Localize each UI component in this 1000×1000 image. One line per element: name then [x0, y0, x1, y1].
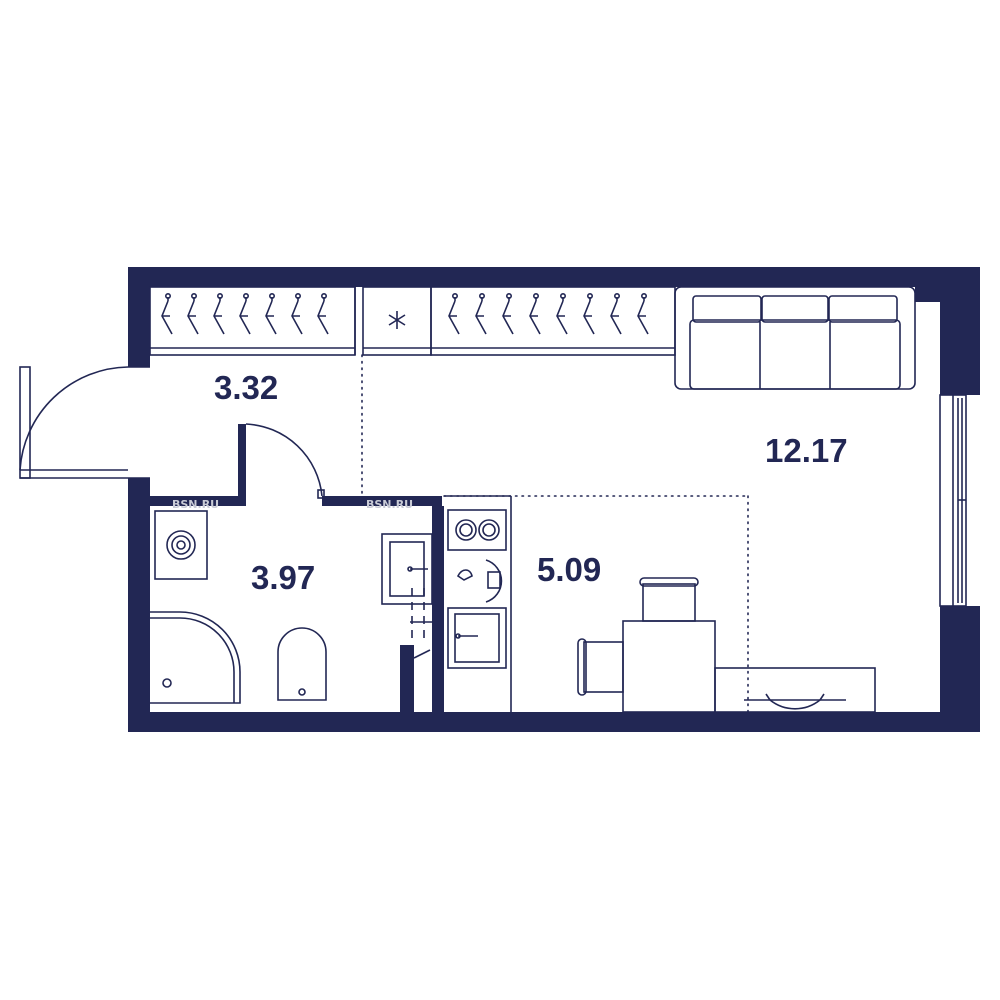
- area-label-living: 12.17: [765, 432, 848, 469]
- hanger-icon: [502, 292, 514, 335]
- chair-icon: [577, 638, 624, 696]
- toilet-icon: [277, 627, 327, 701]
- hanger-icon: [637, 292, 649, 335]
- hanger-icon: [213, 292, 225, 335]
- sofa-icon: [674, 286, 916, 390]
- kitchen-counter: [444, 495, 512, 712]
- wardrobe-left: [149, 286, 356, 356]
- desk: [714, 667, 876, 713]
- hanger-icon: [291, 292, 303, 335]
- area-label-bathroom: 3.97: [251, 559, 315, 596]
- hanger-icon: [448, 292, 460, 335]
- zone-divider: [361, 354, 749, 713]
- interior-walls: [150, 424, 444, 712]
- hanger-group-right: [448, 292, 649, 335]
- kitchen-sink-icon: [447, 607, 507, 669]
- hanger-icon: [161, 292, 173, 335]
- hanger-icon: [610, 292, 622, 335]
- watermark: BSN.RU: [172, 498, 219, 511]
- entrance-door: [19, 366, 150, 479]
- hanger-icon: [583, 292, 595, 335]
- outer-walls: [128, 267, 980, 732]
- window: [939, 394, 967, 607]
- hanger-icon: [529, 292, 541, 335]
- hanger-icon: [556, 292, 568, 335]
- hanger-group-left: [161, 292, 329, 335]
- duct-line: [413, 649, 431, 659]
- wardrobe-right: [430, 286, 676, 356]
- area-label-hall: 3.32: [214, 369, 278, 406]
- hanger-icon: [187, 292, 199, 335]
- hanger-icon: [317, 292, 329, 335]
- watermark: BSN.RU: [366, 498, 413, 511]
- shaft-dashes: [410, 588, 432, 640]
- hanger-icon: [239, 292, 251, 335]
- table-icon: [622, 620, 716, 713]
- stove-icon: [447, 509, 507, 551]
- bathroom-door: [245, 423, 325, 499]
- faucet-icon: [456, 559, 503, 603]
- sink-icon: [381, 533, 433, 605]
- snowflake-icon: [388, 311, 406, 329]
- chair-icon: [639, 577, 699, 622]
- hanger-icon: [265, 292, 277, 335]
- area-label-kitchen: 5.09: [537, 551, 601, 588]
- washing-machine-icon: [154, 510, 208, 580]
- hanger-icon: [475, 292, 487, 335]
- shower-icon: [150, 611, 241, 704]
